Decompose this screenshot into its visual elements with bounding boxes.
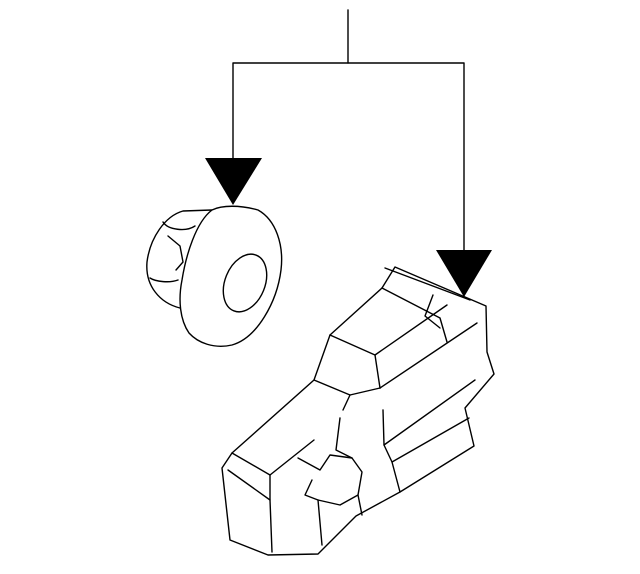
- sensor-housing: [221, 266, 495, 556]
- arrow-to-sensor-icon: [436, 250, 492, 297]
- arrow-to-grommet-icon: [205, 158, 262, 205]
- grommet-bore: [222, 253, 268, 313]
- callout-bracket: [232, 62, 465, 251]
- grommet-icon: [146, 205, 283, 347]
- callout-leader: [205, 9, 492, 297]
- sensor-icon: [221, 266, 495, 556]
